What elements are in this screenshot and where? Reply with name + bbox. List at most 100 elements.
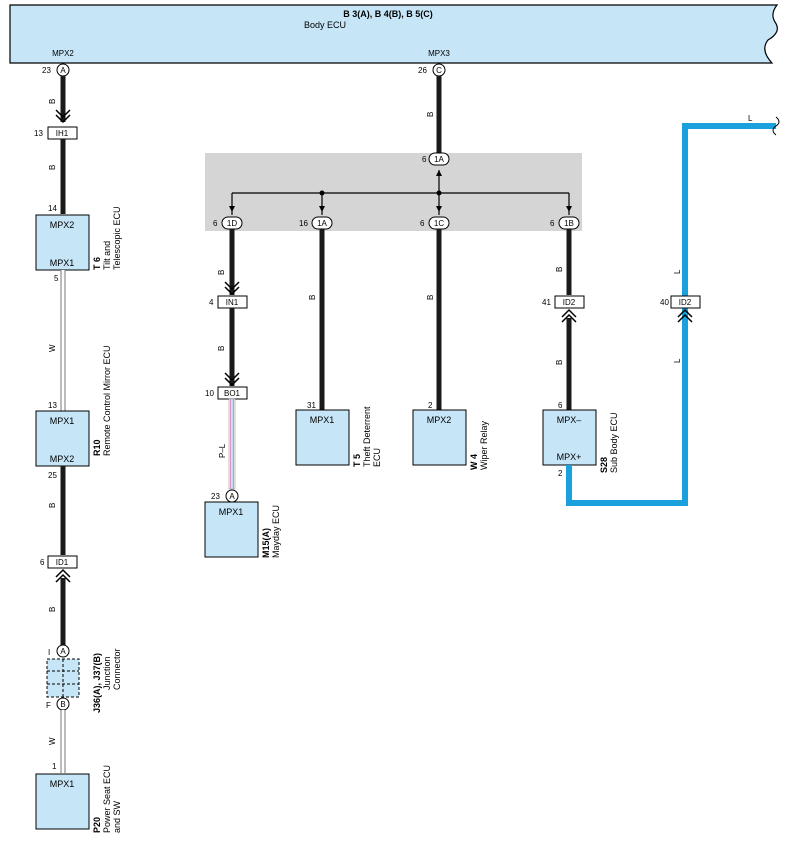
wire-break-symbol [772,116,780,136]
connector-id2-code: ID2 [563,298,576,307]
splice-arrow [229,206,235,212]
wire-color-label: B [308,295,317,300]
subbody-pin-bottom: 2 [558,469,563,478]
splice-c-code: 1C [434,219,444,228]
splice-arrow [319,206,325,212]
subbody-ecu-name: Sub Body ECU [609,412,619,473]
tilt-ecu-pin-top: 14 [48,204,57,213]
connector-bo1-pin: 10 [205,389,214,398]
mayday-ecu-label: MPX1 [219,507,244,517]
wire-color-label: B [426,295,435,300]
tilt-ecu-code: T 6 [92,257,102,270]
body-ecu-box [9,4,779,64]
theft-ecu-code: T 5 [352,454,362,467]
body-ecu-pin-num-right: 26 [418,66,427,75]
svg-text:C: C [436,66,442,75]
connector-id2-blue-pin: 40 [660,298,669,307]
connector-id1-code: ID1 [56,558,69,567]
body-ecu-code: B 3(A), B 4(B), B 5(C) [343,9,433,19]
tilt-ecu-label-bottom: MPX1 [50,258,75,268]
female-terminal-symbol [561,308,577,323]
seat-ecu-box [35,773,90,830]
subbody-label-bottom: MPX+ [557,452,582,462]
junction-name-1: Junction [102,656,112,690]
subbody-pin-top: 6 [558,401,563,410]
wire-color-label: B [555,360,564,365]
wire-color-label: L [673,358,682,363]
connector-ih1-code: IH1 [56,129,69,138]
mirror-ecu-pin-top: 13 [48,401,57,410]
subbody-label-top: MPX– [557,415,582,425]
tilt-ecu-name-2: Telescopic ECU [112,206,122,270]
junction-pin-bottom: F [46,701,51,710]
connector-ih1-pin: 13 [34,129,43,138]
tilt-ecu-pin-bottom: 5 [54,274,59,283]
mayday-ecu-name: Mayday ECU [271,505,281,558]
theft-ecu-name-2: ECU [372,448,382,467]
seat-ecu-code: P20 [92,817,102,833]
wire-color-label: W [48,344,57,352]
male-terminal-symbol [224,372,240,387]
tilt-ecu-label-top: MPX2 [50,220,75,230]
connector-id1-pin: 6 [40,558,45,567]
connector-bo1-code: BO1 [224,389,241,398]
wire-color-label: W [48,737,57,745]
body-ecu-pin-num-left: 23 [42,66,51,75]
theft-ecu-pin-top: 31 [307,401,316,410]
splice-d-pin: 6 [213,219,218,228]
connector-circle-a-body: A [56,63,70,77]
splice-b-code: 1B [564,219,574,228]
wire-color-label: B [48,165,57,170]
connector-circle-a-mayday: A [225,489,239,503]
theft-ecu-name-1: Theft Deterrent [362,406,372,467]
connector-id2-blue-code: ID2 [679,298,692,307]
mirror-ecu-pin-bottom: 25 [48,471,57,480]
wire-color-label: L [673,269,682,274]
wiper-relay-code: W 4 [469,454,479,470]
mayday-ecu-box [204,501,259,558]
wire-color-label: B [555,267,564,272]
mayday-ecu-code: M15(A) [261,528,271,558]
splice-in-oval [428,152,450,166]
splice-d-code: 1D [227,219,237,228]
wire-color-label: B [217,346,226,351]
wire-l-blue [566,123,776,506]
wiper-relay-name: Wiper Relay [479,420,489,470]
body-ecu-pin-label-mpx3: MPX3 [428,49,450,58]
junction-code: J36(A), J37(B) [92,653,102,713]
connector-circle-a-junction: A [56,644,70,658]
splice-a-pin: 16 [299,219,308,228]
wire-color-label: L [748,114,753,123]
svg-text:B: B [60,700,65,709]
female-terminal-symbol [677,308,693,323]
wiper-pin-top: 2 [428,401,433,410]
mirror-ecu-label-bottom: MPX2 [50,454,75,464]
mayday-pin-top: 23 [211,492,220,501]
connector-id2-pin: 41 [542,298,551,307]
splice-c-pin: 6 [420,219,425,228]
seat-ecu-name-2: and SW [112,800,122,833]
theft-ecu-box [295,409,350,466]
mirror-ecu-name: Remote Control Mirror ECU [102,345,112,456]
junction-name-2: Connector [112,648,122,690]
wiper-relay-box [412,409,467,466]
wire-color-label: B [217,270,226,275]
connector-id1-box [47,555,78,569]
wire-color-label: B [48,607,57,612]
wire-color-label: P–L [218,443,227,458]
seat-ecu-label: MPX1 [50,779,75,789]
junction-pin-top: I [48,648,50,657]
svg-text:A: A [229,492,235,501]
connector-circle-c-body: C [432,63,446,77]
mirror-ecu-label-top: MPX1 [50,416,75,426]
male-terminal-symbol [55,109,71,124]
seat-ecu-name-1: Power Seat ECU [102,765,112,833]
subbody-ecu-code: S28 [599,457,609,473]
splice-in-code: 1A [434,155,444,164]
splice-a-code: 1A [317,219,327,228]
wiper-relay-label: MPX2 [427,415,452,425]
svg-text:A: A [60,647,66,656]
wire-pl-mayday [228,398,236,490]
mirror-ecu-code: R10 [92,439,102,456]
